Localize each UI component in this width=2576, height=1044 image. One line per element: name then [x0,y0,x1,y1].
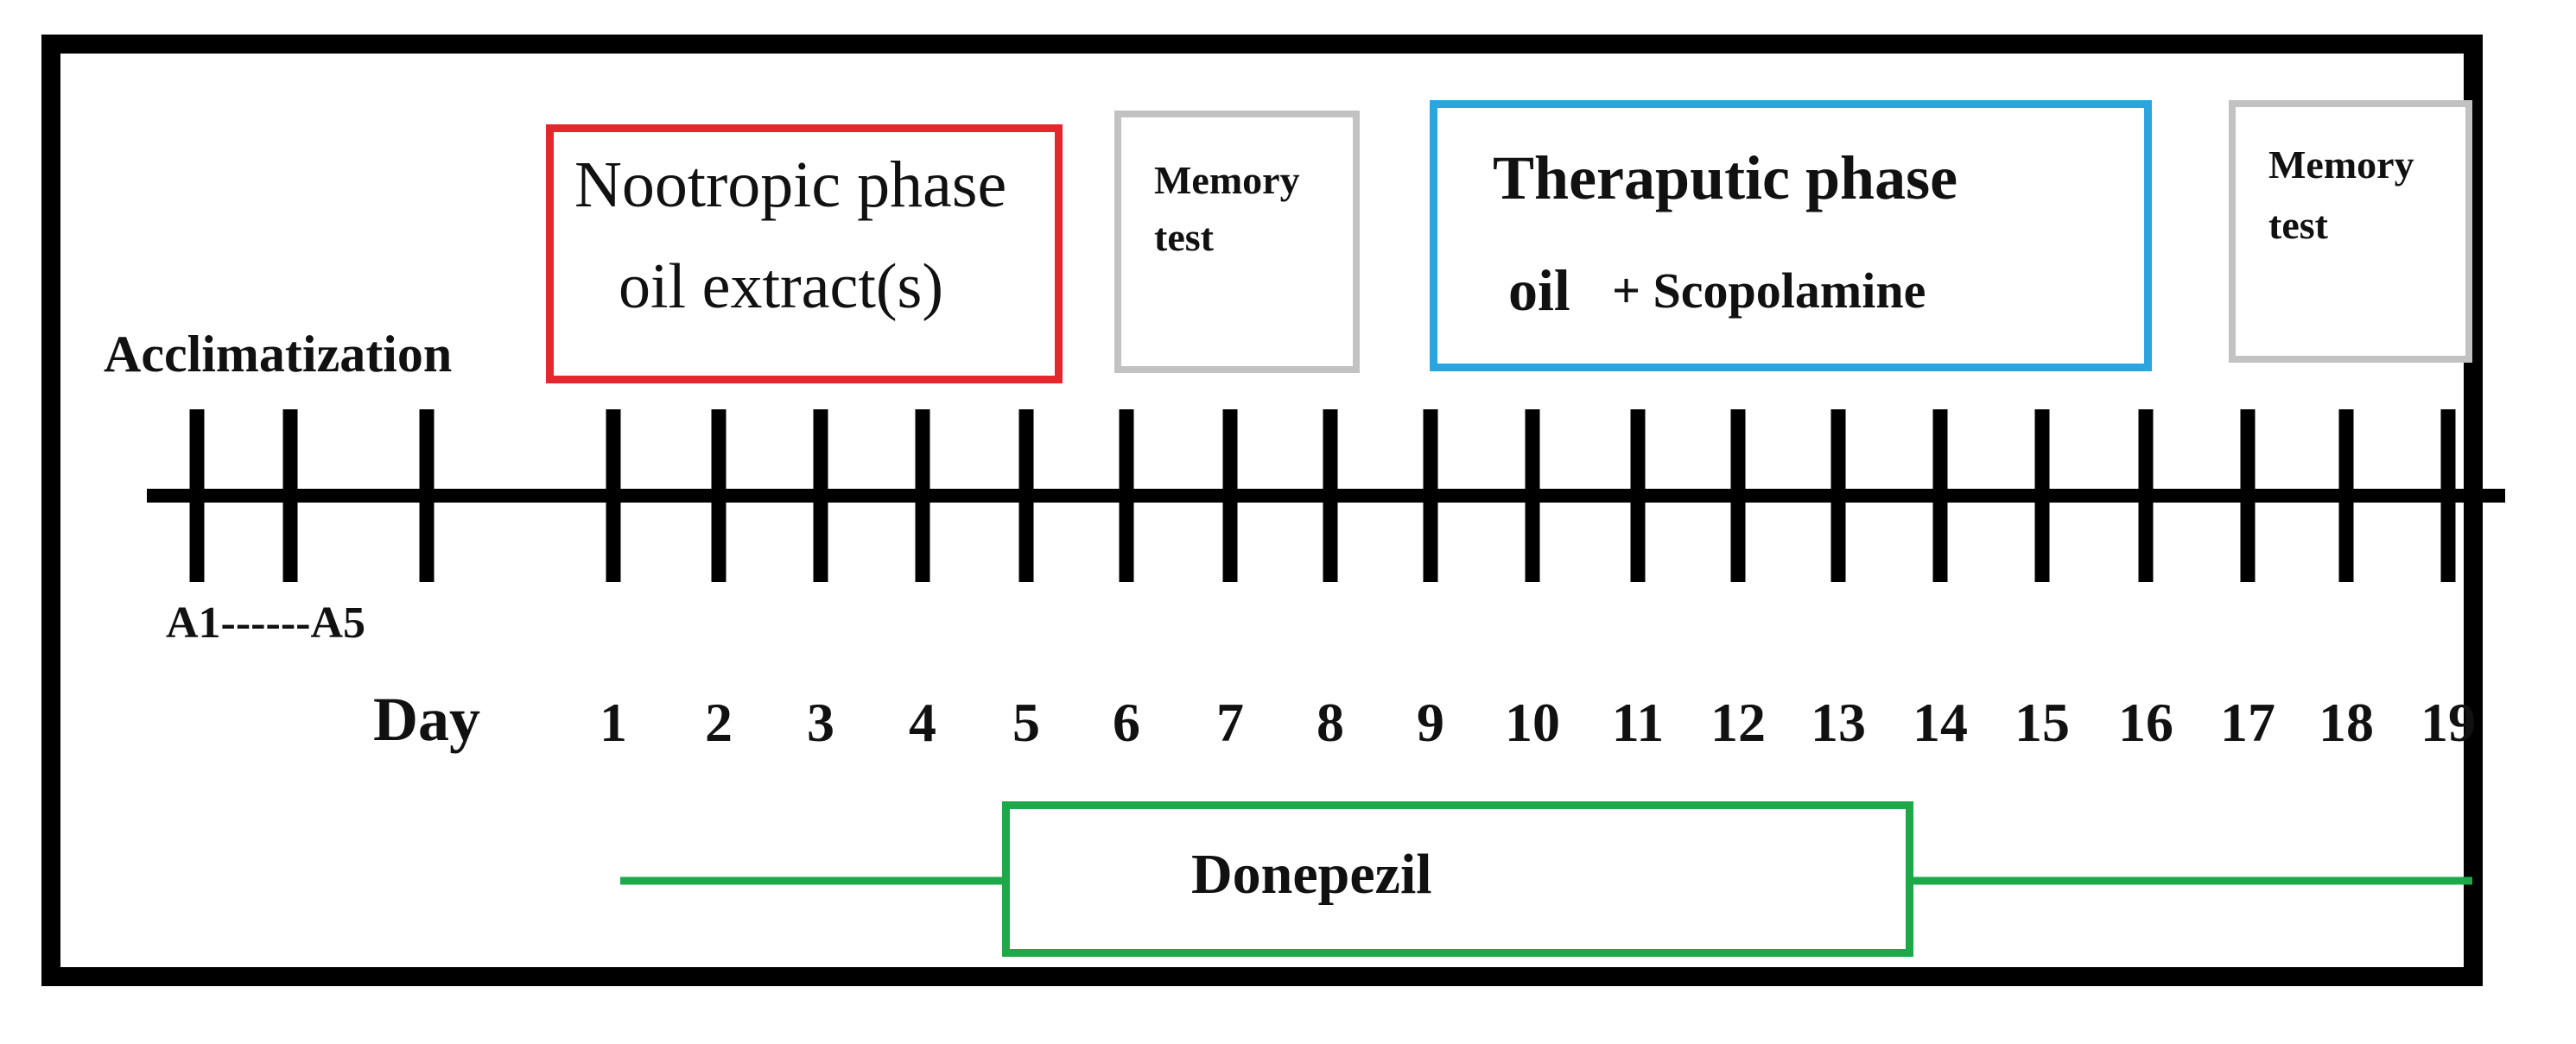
day-number-7: 7 [1216,692,1244,753]
day-number-9: 9 [1417,692,1444,753]
day-number-8: 8 [1317,692,1344,753]
day-number-10: 10 [1505,692,1560,753]
acclimatization-range: A1------A5 [166,598,366,648]
day-number-18: 18 [2319,692,2374,753]
nootropic-phase-box: Nootropic phase oil extract(s) [546,124,1063,383]
donepezil-box: Donepezil [1002,801,1913,957]
day-number-6: 6 [1113,692,1140,753]
day-number-11: 11 [1611,692,1665,753]
day-number-5: 5 [1012,692,1040,753]
therapeutic-phase-box: Theraputic phase oil + Scopolamine [1430,100,2152,371]
day-number-13: 13 [1811,692,1866,753]
day-number-12: 12 [1710,692,1766,753]
memory-test-2-line2: test [2268,203,2328,247]
nootropic-phase-subtitle: oil extract(s) [619,251,943,322]
nootropic-phase-title: Nootropic phase [574,149,1007,221]
acclimatization-label: Acclimatization [104,326,453,383]
therapeutic-phase-subtitle-oil: oil [1508,257,1570,323]
memory-test-box-1: Memory test [1114,111,1360,373]
memory-test-2-line1: Memory [2268,142,2414,187]
day-number-15: 15 [2014,692,2070,753]
day-number-16: 16 [2118,692,2173,753]
day-number-19: 19 [2421,692,2476,753]
therapeutic-phase-subtitle-scopolamine: + Scopolamine [1612,263,1926,319]
therapeutic-phase-title: Theraputic phase [1493,143,1958,212]
memory-test-1-line1: Memory [1154,158,1300,202]
day-number-14: 14 [1913,692,1968,753]
memory-test-1-line2: test [1154,215,1214,259]
day-number-3: 3 [807,692,834,753]
memory-test-box-2: Memory test [2229,100,2472,363]
day-number-17: 17 [2220,692,2275,753]
day-number-1: 1 [600,692,627,753]
day-number-4: 4 [909,692,936,753]
day-label: Day [373,685,480,754]
timeline-ticks [189,409,2456,582]
donepezil-label: Donepezil [1191,843,1432,906]
day-number-2: 2 [705,692,733,753]
